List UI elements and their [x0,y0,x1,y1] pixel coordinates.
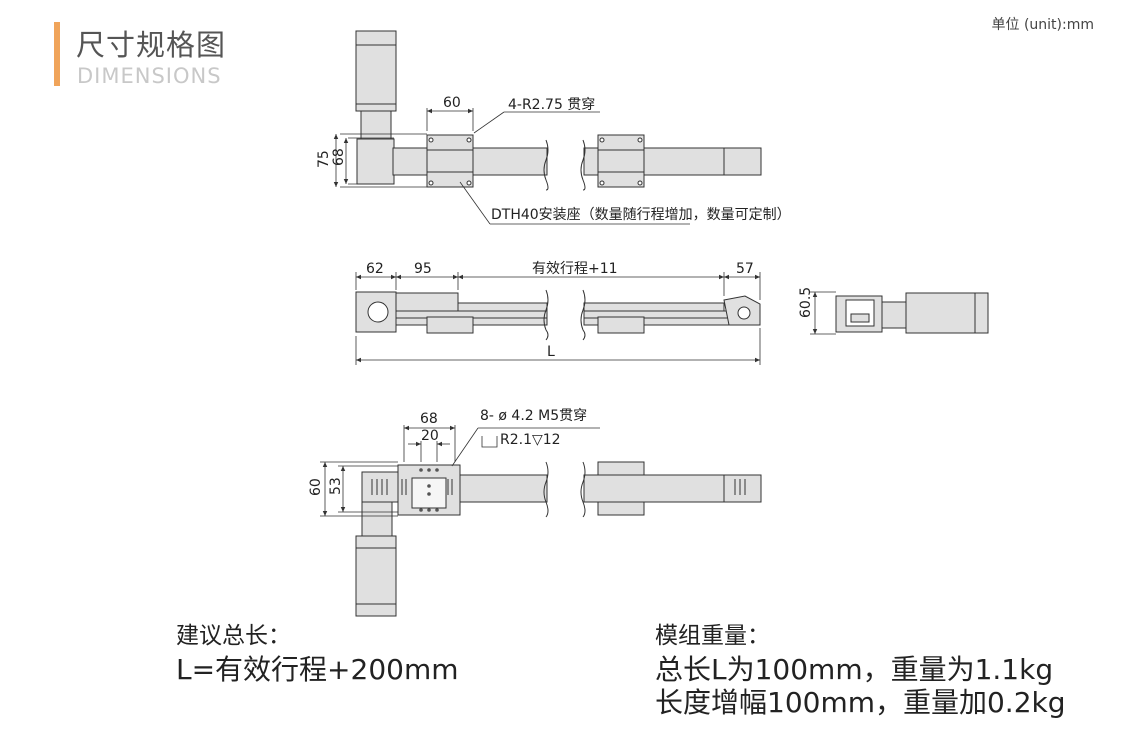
length-note: 建议总长： L=有效行程+200mm [176,620,459,686]
bottom-rail-right [583,474,725,503]
bottom-mount-bottom [597,501,645,516]
side-view [355,291,761,334]
dim-60: 60 [443,95,461,111]
bottom-rail-left [459,474,548,503]
dim-L: L [547,344,555,360]
weight-note: 模组重量： 总长L为100mm，重量为1.1kg 长度增幅100mm，重量加0.… [655,620,1066,719]
dim-62: 62 [366,261,384,277]
weight-line-2: 长度增幅100mm，重量加0.2kg [655,686,1066,719]
break-marks-side [543,289,586,341]
hole-note-bottom: 8- ø 4.2 M5贯穿 [480,408,587,424]
side-mount-block-1 [426,316,474,334]
dim-57: 57 [736,261,754,277]
mount-block-2 [597,134,645,188]
dim-53: 53 [328,477,344,495]
side-carriage-top [395,292,459,312]
dim-68: 68 [331,148,347,166]
weight-label: 模组重量： [655,623,770,649]
side-mount-block-2 [597,316,645,334]
page-title: 尺寸规格图 [76,28,227,62]
mount-block-1 [426,134,474,188]
bottom-end-block [361,471,400,503]
mount-note: DTH40安装座（数量随行程增加，数量可定制） [491,207,791,223]
dim-95: 95 [414,261,432,277]
stroke-note: 有效行程+11 [532,261,618,277]
weight-line-1: 总长L为100mm，重量为1.1kg [655,653,1054,686]
side-belt-left [457,302,548,312]
end-block [356,138,395,185]
counterbore-note: R2.1▽12 [500,432,561,448]
hole-note-top: 4-R2.75 贯穿 [508,97,595,113]
side-belt-right [583,302,725,312]
dim-75: 75 [316,150,332,168]
motor-body [355,30,397,112]
bottom-mount-top [597,461,645,476]
end-view [835,292,989,334]
title-accent-bar [54,22,60,86]
end-view-coupling [881,301,907,329]
dim-20: 20 [421,428,439,444]
bottom-holes [419,468,439,512]
dimension-drawing: 60 4-R2.75 贯穿 75 68 DTH40安装座（数量随行程增加，数量可… [308,30,989,617]
dim-60-5: 60.5 [798,287,814,318]
dim-60-bottom: 60 [308,478,324,496]
belt-hatching [371,461,746,518]
length-label: 建议总长： [176,623,291,649]
page-subtitle: DIMENSIONS [77,64,222,88]
dim-68-bottom: 68 [420,411,438,427]
bottom-motor [355,535,397,617]
bottom-coupling [361,501,393,537]
length-formula: L=有效行程+200mm [176,653,459,686]
bottom-rail-end [723,474,762,503]
break-marks-top [543,139,586,191]
rail-end [723,147,762,176]
unit-note: 单位 (unit):mm [991,17,1095,33]
bottom-view [355,461,762,617]
end-view-motor [905,292,989,334]
